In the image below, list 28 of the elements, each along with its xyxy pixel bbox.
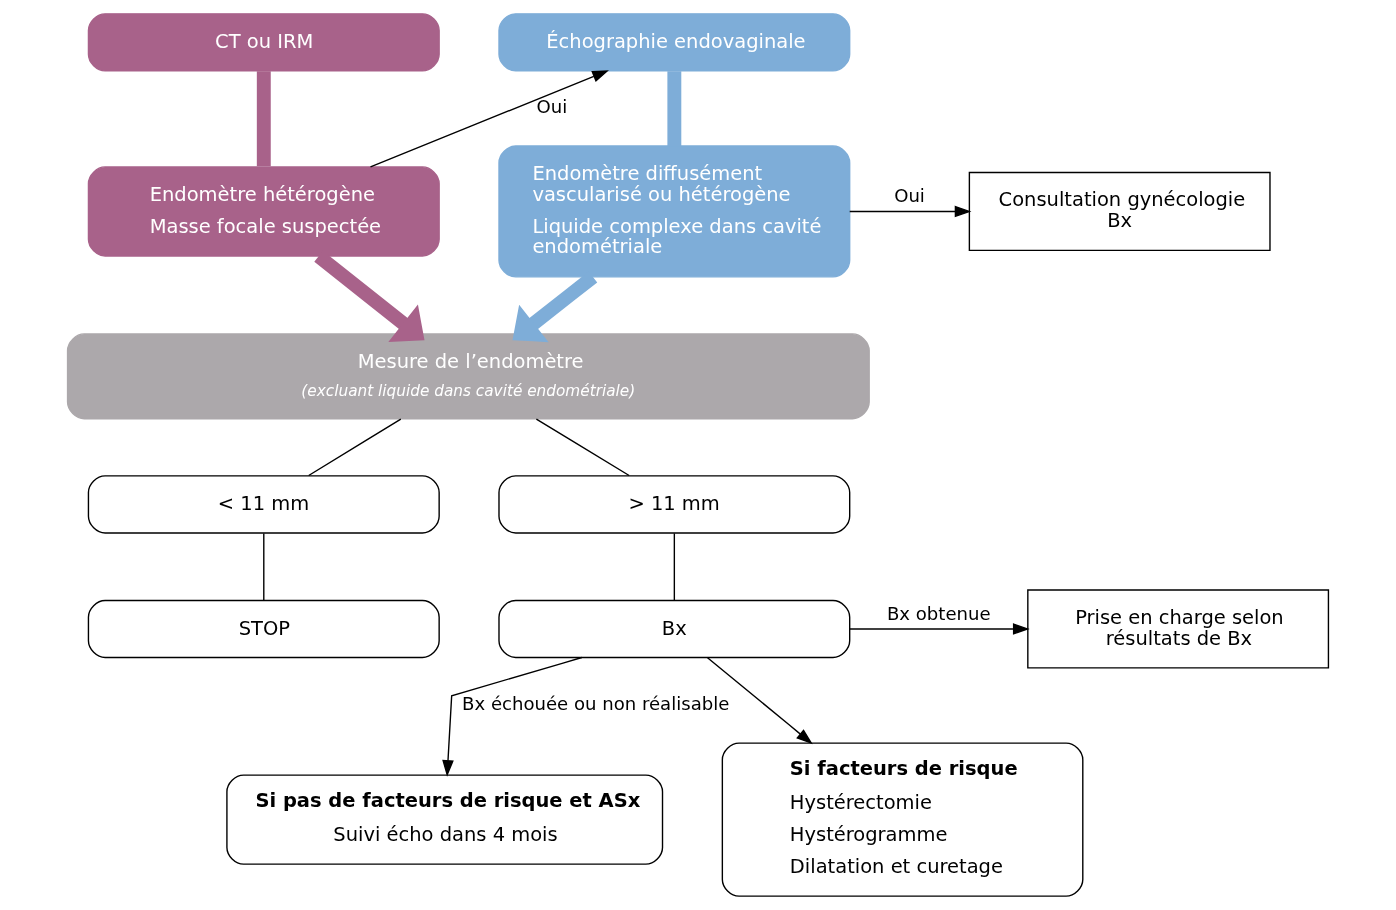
node-box: < 11 mm (87, 475, 440, 534)
connector (667, 71, 682, 146)
connector (535, 418, 630, 477)
edge-label: Oui (894, 185, 925, 207)
edge-label: Bx échouée ou non réalisable (462, 693, 730, 715)
arrow (849, 205, 972, 218)
node-box: Endomètre hétérogène Masse focale suspectée (87, 166, 440, 257)
node-box: Consultation gynécologie Bx (968, 171, 1271, 252)
node-box: > 11 mm (498, 475, 851, 534)
edge-label: Oui (536, 96, 568, 118)
node-box: Mesure de l’endomètre (excluant liquide dans cavité endométriale) (66, 333, 870, 420)
edge-label: Bx obtenue (886, 602, 991, 624)
node-box: Si facteurs de risque Hystérectomie Hystérogramme Dilatation et curetage (721, 742, 1084, 897)
arrow (369, 70, 609, 168)
node-box: Échographie endovaginale (498, 13, 851, 72)
connector (673, 532, 676, 601)
arrow (706, 656, 813, 745)
connector (256, 71, 271, 167)
node-box: STOP (87, 599, 440, 659)
arrow (442, 656, 583, 777)
connector (263, 532, 265, 601)
arrow (849, 623, 1030, 635)
node-box: Bx (498, 599, 851, 659)
node-box: Prise en charge selon résultats de Bx (1027, 589, 1330, 669)
connector (308, 418, 402, 477)
node-box: Endomètre diffusément vascularisé ou hétérogène Liquide complexe dans cavité endométriale (498, 145, 851, 278)
node-box: CT ou IRM (87, 13, 440, 72)
node-box: Si pas de facteurs de risque et ASx Suivi écho dans 4 mois (226, 774, 664, 865)
